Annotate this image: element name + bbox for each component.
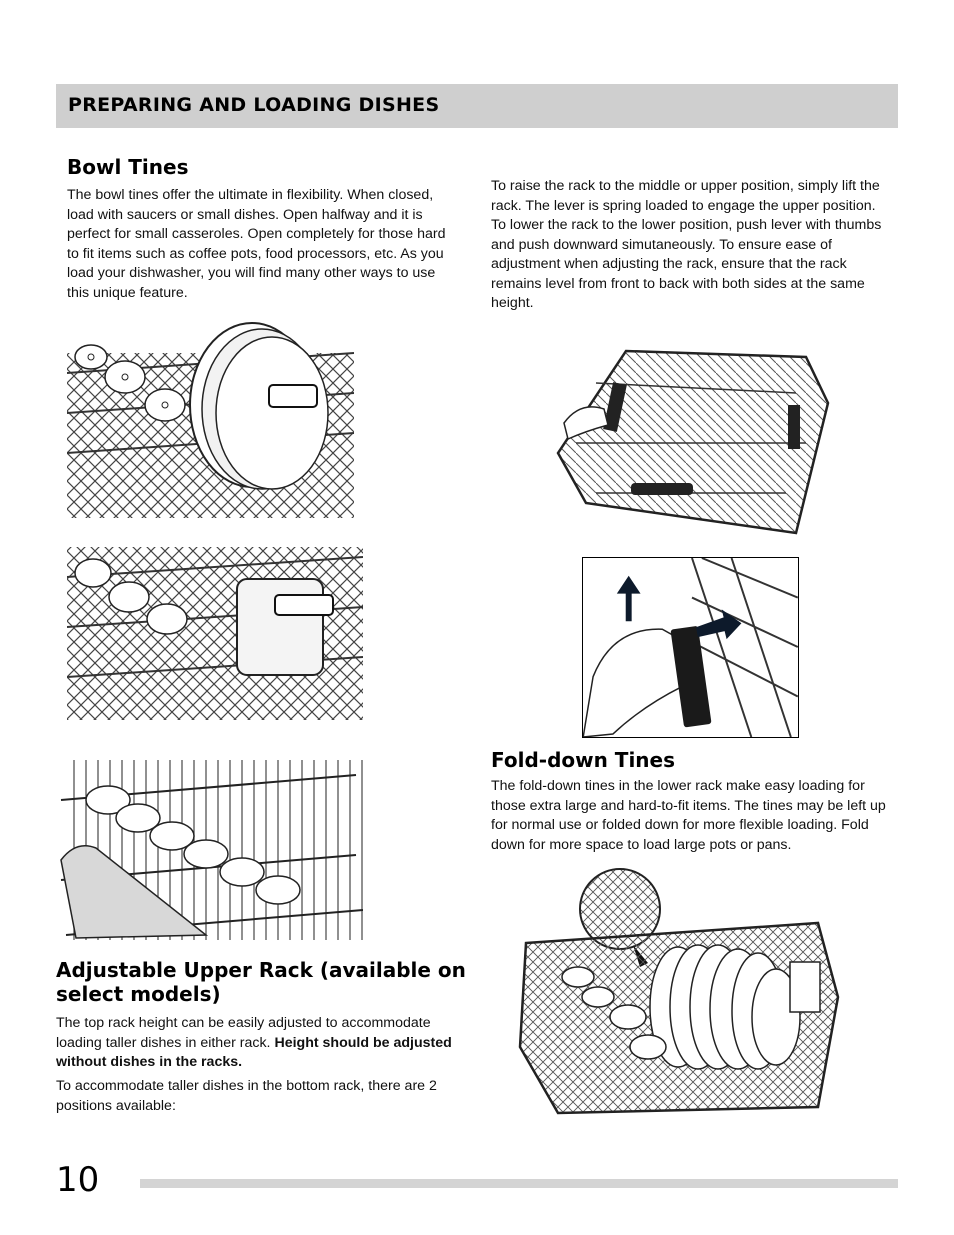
- rack-lever-closeup-illustration: [582, 557, 799, 738]
- adjustable-rack-intro: The top rack height can be easily adjust…: [56, 1015, 431, 1051]
- upper-rack-cups-illustration: [56, 760, 363, 940]
- bowl-tines-heading: Bowl Tines: [67, 155, 189, 179]
- adjustable-rack-text: The top rack height can be easily adjust…: [56, 1014, 466, 1073]
- footer-rule: [140, 1179, 898, 1188]
- bowl-tines-text: The bowl tines offer the ultimate in fle…: [67, 187, 446, 301]
- adjustable-rack-warning: Height should be adjusted without dishes…: [56, 1034, 452, 1071]
- section-title: PREPARING AND LOADING DISHES: [68, 94, 440, 116]
- upper-rack-levers-illustration: [556, 343, 833, 545]
- bowl-tines-casserole-illustration: [67, 537, 363, 720]
- fold-down-tines-text: The fold-down tines in the lower rack ma…: [491, 778, 886, 853]
- section-header-bar: PREPARING AND LOADING DISHES: [56, 84, 898, 128]
- lower-rack-fold-down-illustration: [518, 867, 840, 1117]
- page-number: 10: [56, 1160, 100, 1200]
- bowl-tines-plates-illustration: [67, 313, 354, 518]
- adjustable-rack-heading: Adjustable Upper Rack (available on sele…: [56, 958, 466, 1006]
- adjustable-rack-positions-text: To accommodate taller dishes in the bott…: [56, 1078, 437, 1114]
- fold-down-tines-heading: Fold-down Tines: [491, 748, 676, 772]
- raise-lower-rack-text: To raise the rack to the middle or upper…: [491, 178, 882, 311]
